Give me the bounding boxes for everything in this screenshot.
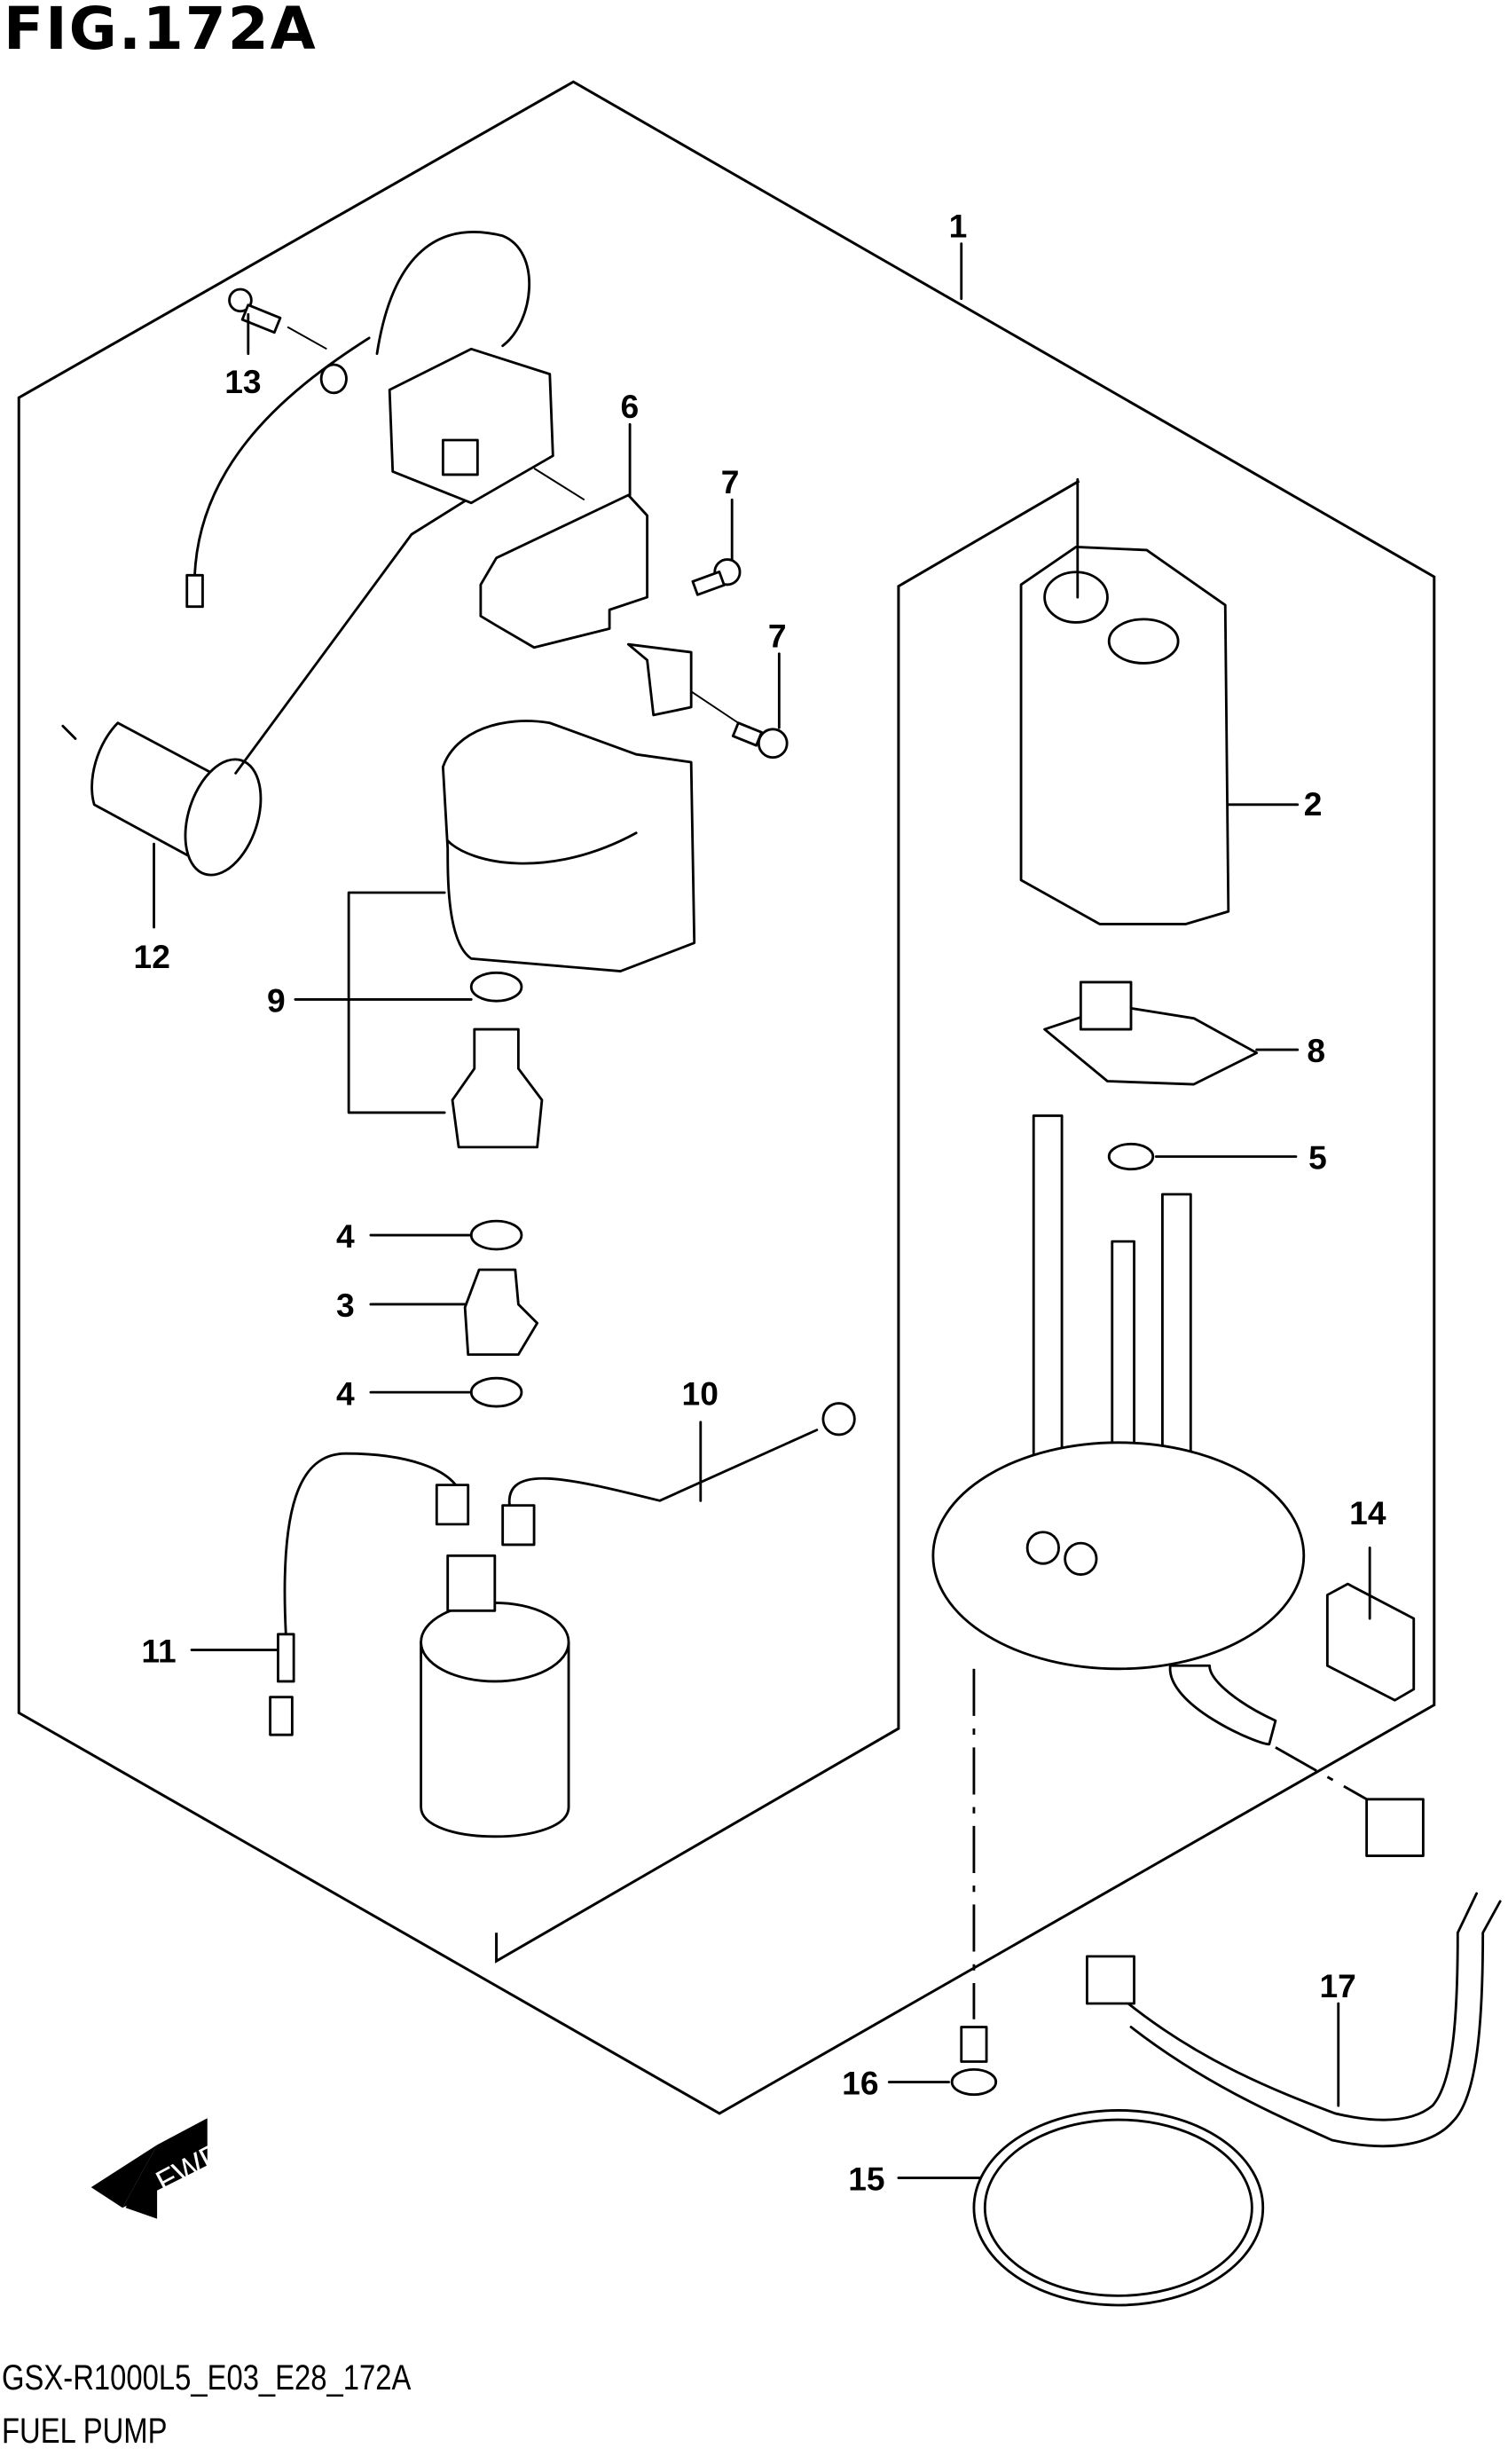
part-5-o-ring[interactable] xyxy=(1107,1142,1298,1171)
part-3-fitting[interactable] xyxy=(369,1268,539,1357)
part-4-o-ring-upper[interactable] xyxy=(369,1219,523,1251)
callout-14: 14 xyxy=(1349,1494,1386,1531)
callout-12: 12 xyxy=(134,938,170,975)
part-9-pressure-regulator-set[interactable] xyxy=(294,720,696,1149)
callout-8: 8 xyxy=(1307,1032,1325,1069)
part-2-pump-case[interactable] xyxy=(1019,477,1300,925)
part-10-ground-wire[interactable] xyxy=(507,1402,856,1514)
part-11-wire[interactable] xyxy=(190,1452,460,1736)
part-14-cushion[interactable] xyxy=(1325,1547,1416,1702)
part-4-o-ring-lower[interactable] xyxy=(369,1376,523,1408)
callout-4-upper: 4 xyxy=(336,1217,355,1255)
part-6-bracket[interactable] xyxy=(479,422,693,717)
fwd-arrow-icon: FWD xyxy=(90,2118,230,2219)
callout-16: 16 xyxy=(842,2065,878,2102)
part-7-screw-lower[interactable] xyxy=(690,652,789,760)
callout-15: 15 xyxy=(848,2161,884,2198)
figure-title: FIG.172A xyxy=(4,0,318,63)
part-13-screw[interactable] xyxy=(228,287,327,356)
callout-7-lower: 7 xyxy=(768,618,787,655)
part-7-screw-upper[interactable] xyxy=(691,498,742,596)
callout-2: 2 xyxy=(1304,785,1323,823)
callout-11: 11 xyxy=(141,1633,176,1670)
callout-1: 1 xyxy=(949,208,968,245)
part-12-float[interactable] xyxy=(61,336,476,929)
fuel-level-sender[interactable] xyxy=(375,231,585,505)
model-code: GSX-R1000L5_E03_E28_172A xyxy=(2,2358,412,2397)
pump-bracket-flange[interactable] xyxy=(931,1114,1306,1746)
callout-17: 17 xyxy=(1319,1967,1355,2004)
callout-7-upper: 7 xyxy=(721,463,740,500)
part-16-bolt[interactable] xyxy=(887,1668,998,2097)
callout-13: 13 xyxy=(224,363,261,400)
callout-3: 3 xyxy=(336,1287,355,1324)
callout-10: 10 xyxy=(682,1374,719,1412)
assembly-frame-inner-left xyxy=(495,479,1080,1964)
part-15-gasket[interactable] xyxy=(897,2108,1265,2307)
fuel-pump-motor[interactable] xyxy=(420,1484,570,1838)
part-8-fuel-filter[interactable] xyxy=(1043,980,1300,1086)
callout-4-lower: 4 xyxy=(336,1374,355,1412)
callout-6: 6 xyxy=(620,388,639,425)
callout-9: 9 xyxy=(267,982,286,1019)
assembly-frame-outer xyxy=(17,80,1436,2115)
part-17-fuel-hose[interactable] xyxy=(1085,1746,1502,2148)
assembly-name: FUEL PUMP xyxy=(2,2412,168,2451)
callout-5: 5 xyxy=(1308,1139,1327,1177)
